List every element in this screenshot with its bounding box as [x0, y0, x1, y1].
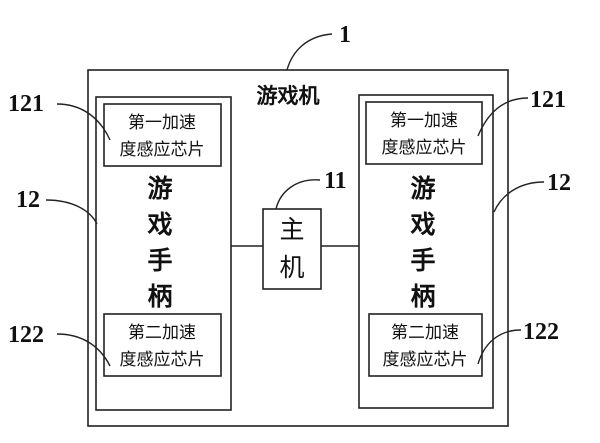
host-label-line2: 机 [279, 253, 304, 282]
right-controller-char-2: 戏 [409, 210, 435, 239]
left-controller-char-4: 柄 [147, 282, 172, 311]
ref-122-left-label: 122 [8, 322, 44, 348]
ref-122-right-leader [477, 329, 522, 365]
right-controller-char-3: 手 [410, 246, 435, 275]
ref-121-right-leader [477, 97, 529, 137]
right-second-accel-chip-line1: 第二加速 [391, 323, 459, 343]
right-first-accel-chip-line2: 度感应芯片 [382, 138, 467, 158]
ref-122-right-label: 122 [523, 319, 559, 345]
right-first-accel-chip-box [365, 101, 483, 165]
ref-12-left-leader [45, 199, 98, 225]
ref-12-left-label: 12 [16, 187, 40, 213]
left-controller-box [95, 96, 232, 411]
ref-121-left-label: 121 [8, 91, 44, 117]
right-first-accel-chip-line1: 第一加速 [390, 111, 458, 131]
left-controller-char-2: 戏 [146, 210, 172, 239]
left-controller-char-3: 手 [147, 246, 172, 275]
host-label-line1: 主 [279, 215, 304, 244]
left-first-accel-chip-line2: 度感应芯片 [120, 140, 205, 160]
ref-122-left-leader [56, 333, 111, 367]
ref-121-right-label: 121 [530, 87, 566, 113]
ref-1-leader [286, 33, 333, 71]
host-box [262, 208, 322, 290]
left-second-accel-chip-line2: 度感应芯片 [120, 350, 205, 370]
left-second-accel-chip-line1: 第二加速 [128, 323, 196, 343]
ref-121-left-leader [56, 103, 111, 141]
right-second-accel-chip-line2: 度感应芯片 [383, 350, 468, 370]
left-first-accel-chip-box [103, 103, 222, 167]
ref-12-right-label: 12 [547, 170, 571, 196]
game-console-title: 游戏机 [257, 84, 320, 108]
ref-11-label: 11 [324, 168, 347, 194]
ref-11-leader [275, 179, 321, 210]
ref-1-label: 1 [339, 22, 351, 48]
right-controller-char-4: 柄 [410, 282, 435, 311]
right-second-accel-chip-box [368, 313, 483, 377]
left-first-accel-chip-line1: 第一加速 [128, 113, 196, 133]
right-controller-char-1: 游 [410, 174, 435, 203]
ref-12-right-leader [493, 181, 545, 213]
right-controller-box [358, 94, 494, 409]
left-controller-char-1: 游 [147, 174, 172, 203]
left-second-accel-chip-box [103, 313, 222, 377]
game-console-box [87, 69, 509, 427]
